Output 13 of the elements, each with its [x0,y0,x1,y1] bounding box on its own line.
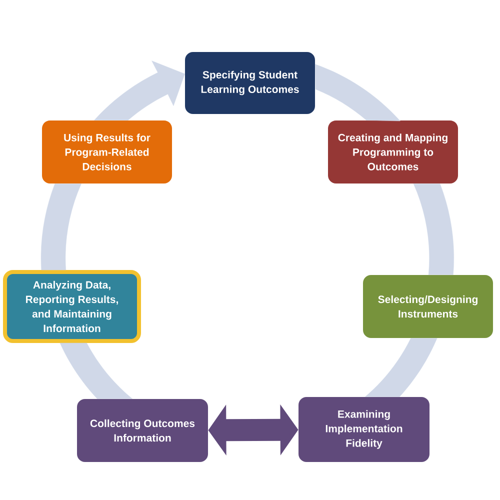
curved-arrow [94,60,185,120]
curved-band [413,184,454,275]
step-box: Examining Implementation Fidelity [298,397,430,462]
step-box: Creating and Mapping Programming to Outcomes [328,120,458,184]
step-box: Collecting Outcomes Information [77,399,208,462]
curved-band [60,342,132,399]
step-box: Specifying Student Learning Outcomes [185,52,315,114]
curved-band [315,64,400,122]
step-box: Analyzing Data, Reporting Results, and Maintaining Information [3,270,141,343]
step-box: Using Results for Program-Related Decisions [42,120,172,184]
step-box: Selecting/Designing Instruments [363,275,493,338]
curved-band [40,184,82,270]
curved-band [365,338,438,397]
